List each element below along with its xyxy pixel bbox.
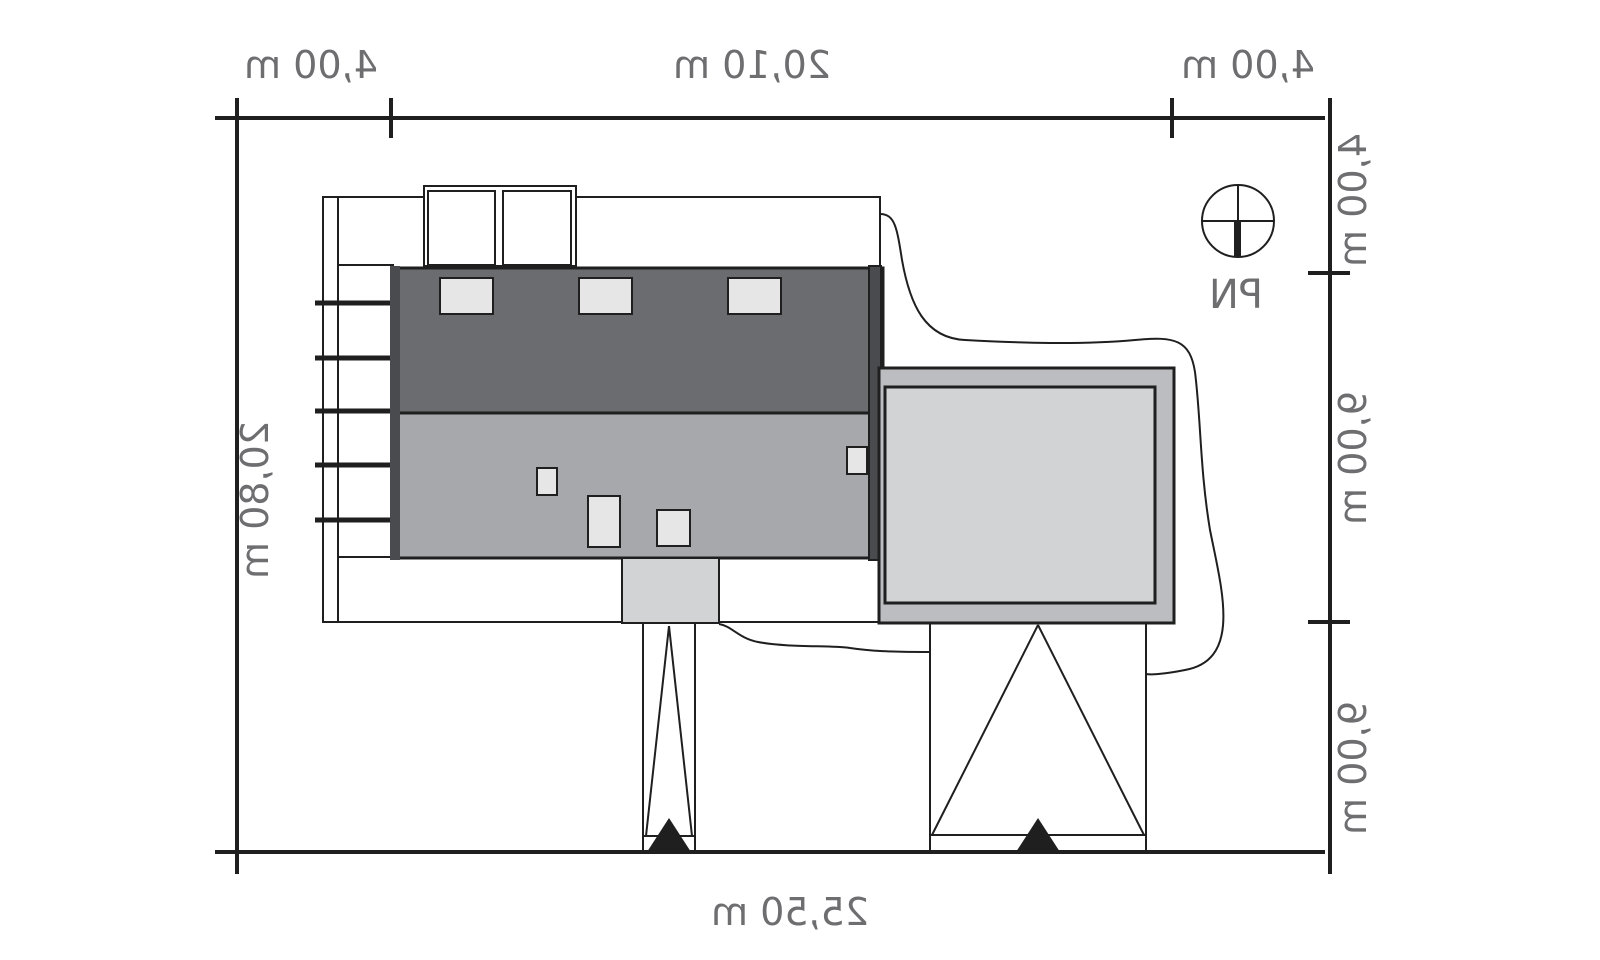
garage [877,366,1176,625]
dim-top-left: 4,00 m [244,43,378,87]
dim-top-right: 4,00 m [1181,43,1315,87]
skylight [846,446,868,475]
entry-marker [647,818,691,852]
dim-right-upper: 4,00 m [1331,133,1375,267]
utility-line [879,213,1225,676]
pergola-beams [315,300,393,523]
entry-marker [1016,818,1060,852]
dimension-labels: 4,00 m 20,10 m 4,00 m 25,50 m 20,80 m 4,… [233,43,1375,934]
roof-lower-slope [391,411,885,560]
dim-left-vertical: 20,80 m [233,421,277,579]
garage-driveway [929,622,1147,853]
pedestrian-path [642,622,696,853]
garage-roof [883,385,1157,605]
skylight [439,277,494,315]
bay-window [423,185,577,267]
dim-bottom: 25,50 m [711,890,869,934]
skylight [727,277,782,315]
skylight [656,509,691,547]
compass-label: PN [1209,272,1263,318]
skylight [587,495,621,548]
dim-top-middle: 20,10 m [673,43,831,87]
dim-right-middle: 9,00 m [1331,391,1375,525]
skylight [578,277,633,315]
entrance-porch [621,557,720,624]
utility-line [718,623,931,653]
skylights [439,277,868,548]
roof-left-gable [390,266,400,560]
skylight [536,467,558,496]
compass-needle [1234,221,1241,257]
north-compass: PN [1201,184,1275,318]
dim-right-lower: 9,00 m [1331,701,1375,835]
